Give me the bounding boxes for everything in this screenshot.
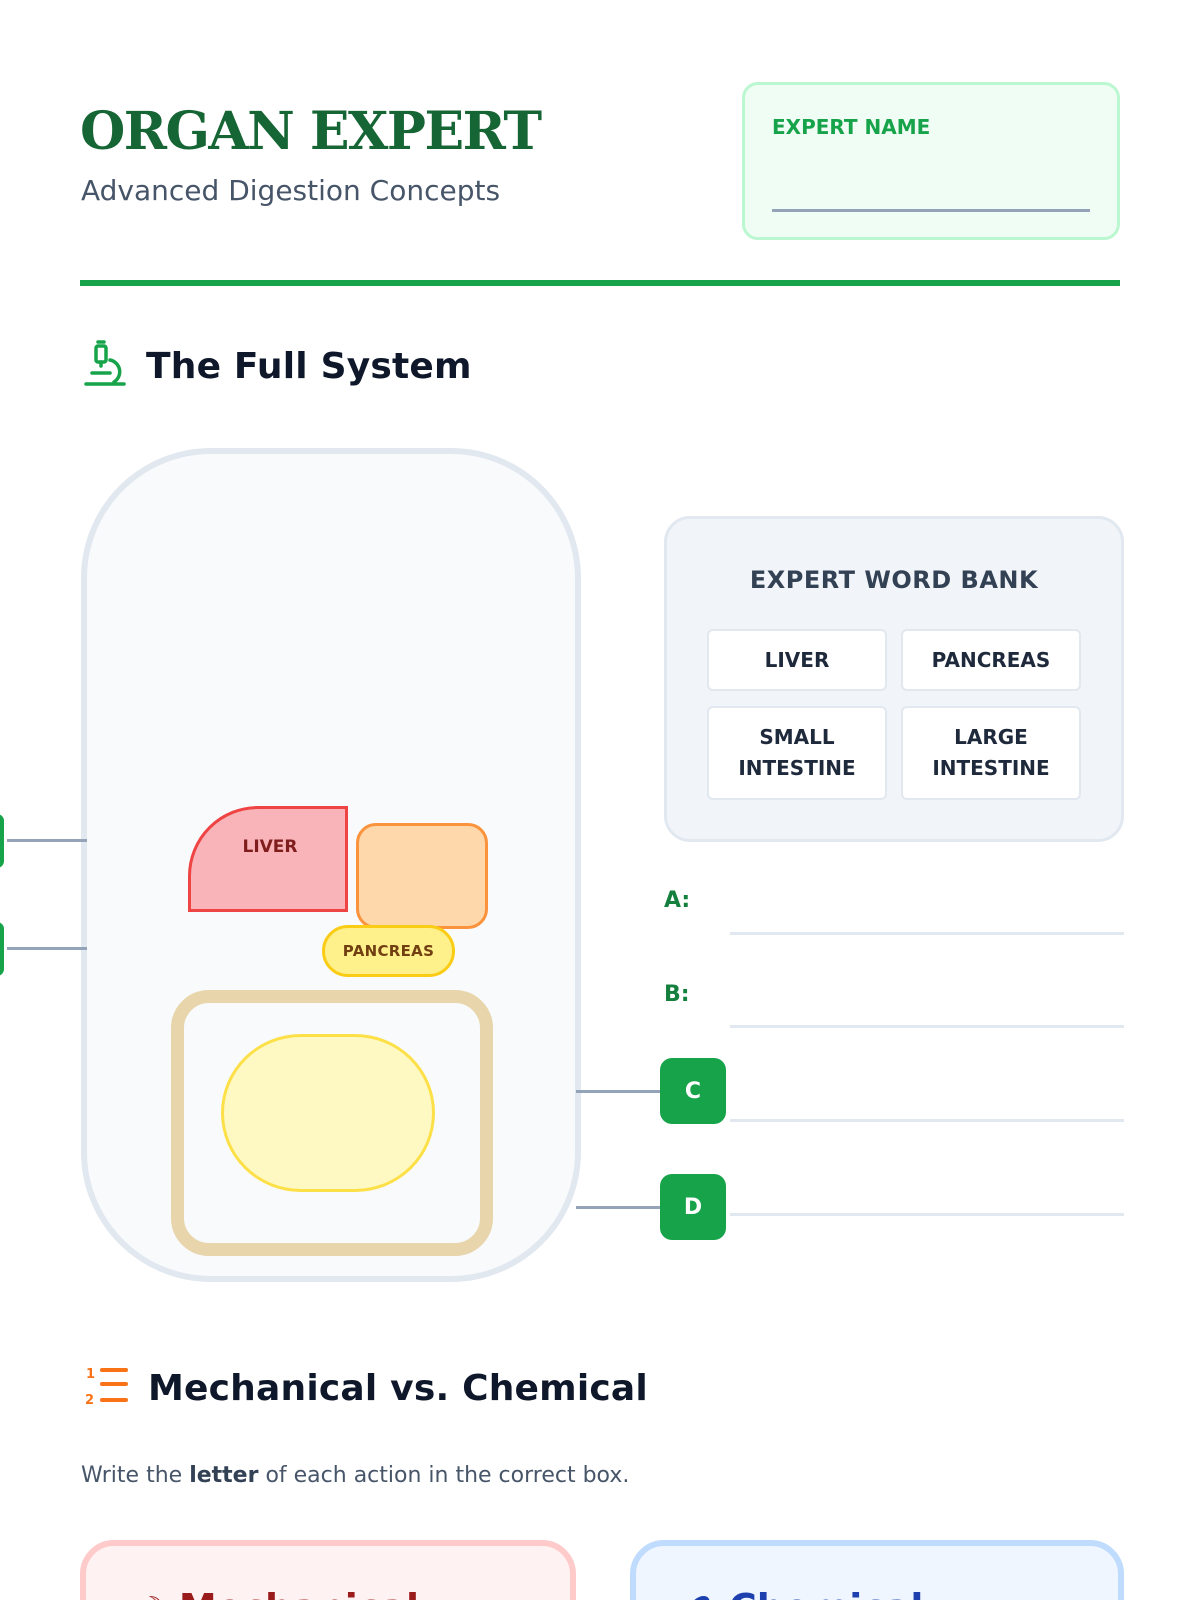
answer-badge-d: D (660, 1174, 726, 1240)
word-chip: PANCREAS (901, 629, 1081, 691)
pancreas-label: PANCREAS (342, 942, 435, 960)
mechanical-card[interactable]: ☽ Mechanical (80, 1540, 576, 1600)
label-tag-offscreen (0, 814, 4, 868)
instruction-text: Write the letter of each action in the c… (81, 1463, 629, 1488)
stomach-organ (356, 823, 488, 929)
svg-text:1: 1 (86, 1367, 95, 1382)
chemical-card-title: Chemical (729, 1586, 924, 1600)
numbered-list-icon: 1 2 (84, 1364, 130, 1412)
page-title: ORGAN EXPERT (80, 101, 542, 162)
liver-organ: LIVER (188, 806, 348, 912)
instruction-part: Write the (81, 1463, 190, 1488)
label-tag-offscreen (0, 922, 4, 976)
chemical-card[interactable]: ⚗ Chemical (630, 1540, 1124, 1600)
expert-name-box: EXPERT NAME (742, 82, 1120, 240)
instruction-emphasis: letter (189, 1463, 259, 1488)
word-chip-text: SMALL INTESTINE (738, 725, 856, 780)
leader-line (7, 839, 87, 842)
word-chip: LARGE INTESTINE (901, 706, 1081, 800)
leader-line (7, 947, 87, 950)
answer-input-a[interactable] (730, 932, 1124, 935)
header-divider (80, 280, 1120, 286)
leader-line-d (576, 1206, 660, 1209)
answer-label-a: A: (664, 888, 691, 913)
tooth-icon: ☽ (138, 1591, 165, 1600)
instruction-part: of each action in the correct box. (258, 1463, 630, 1488)
page-subtitle: Advanced Digestion Concepts (81, 174, 501, 207)
section-heading-mech-chem: 1 2 Mechanical vs. Chemical (84, 1364, 648, 1412)
word-chip: LIVER (707, 629, 887, 691)
section-heading-full-system: The Full System (82, 340, 472, 392)
svg-text:2: 2 (85, 1393, 94, 1408)
answer-input-d[interactable] (730, 1213, 1124, 1216)
answer-badge-c: C (660, 1058, 726, 1124)
leader-line-c (576, 1090, 660, 1093)
small-intestine-organ (221, 1034, 435, 1192)
word-bank-heading: EXPERT WORD BANK (749, 566, 1039, 594)
word-bank: EXPERT WORD BANK LIVER PANCREAS SMALL IN… (664, 516, 1124, 842)
flask-icon: ⚗ (688, 1591, 715, 1600)
word-chip-text: LARGE INTESTINE (932, 725, 1050, 780)
section-title: The Full System (146, 345, 472, 387)
microscope-icon (82, 340, 128, 392)
expert-name-input[interactable] (772, 209, 1090, 212)
answer-input-c[interactable] (730, 1119, 1124, 1122)
expert-name-label: EXPERT NAME (772, 115, 931, 139)
answer-label-b: B: (664, 982, 690, 1007)
liver-label: LIVER (242, 837, 298, 857)
large-intestine-organ (171, 990, 493, 1256)
word-chip: SMALL INTESTINE (707, 706, 887, 800)
section-title: Mechanical vs. Chemical (148, 1367, 648, 1409)
pancreas-organ: PANCREAS (322, 925, 455, 977)
mechanical-card-title: Mechanical (179, 1586, 419, 1600)
answer-input-b[interactable] (730, 1025, 1124, 1028)
